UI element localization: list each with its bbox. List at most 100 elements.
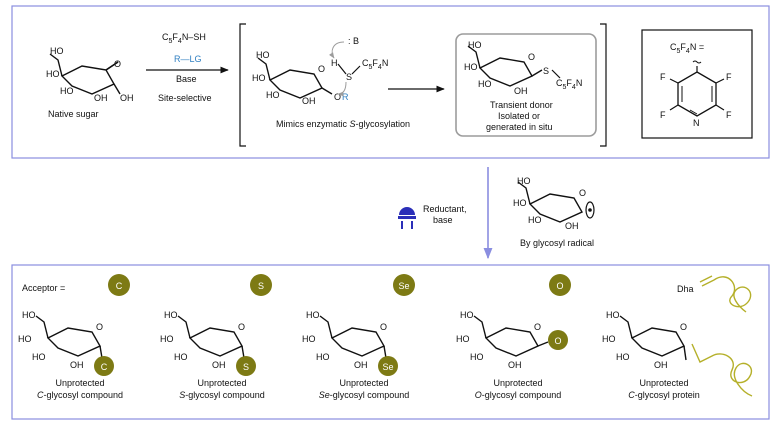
int-or-r: R xyxy=(342,92,349,102)
pyr-f-2: F xyxy=(726,72,732,82)
product-anomeric-bond xyxy=(683,345,687,361)
int-hs-bonds xyxy=(337,63,361,75)
curly-arrow-2 xyxy=(337,81,347,97)
product-acceptor-label: C xyxy=(101,362,108,372)
transient-line-2: Isolated or xyxy=(498,111,540,121)
int-ho-3: HO xyxy=(266,90,280,100)
reagent-c5f4n-sh: C5F4N–SH xyxy=(162,32,206,45)
bracket-right xyxy=(600,23,607,147)
acceptor-circle-label: O xyxy=(556,281,563,291)
product-acceptor-circle xyxy=(94,356,114,376)
product-ho-3: HO xyxy=(470,352,484,362)
int-base: : B xyxy=(348,36,359,46)
product-ring-o: O xyxy=(96,322,103,332)
product-ho-1: HO xyxy=(306,310,320,320)
pyr-n: N xyxy=(693,118,700,128)
int-h: H xyxy=(331,58,338,68)
top-panel-frame xyxy=(11,5,770,159)
rad-oh: OH xyxy=(565,221,579,231)
native-ho-1: HO xyxy=(50,46,64,56)
rad-ho-3: HO xyxy=(528,215,542,225)
int-s: S xyxy=(346,72,352,82)
product-oh: OH xyxy=(70,360,84,370)
intermediate-sugar-structure xyxy=(257,57,333,99)
tr-c5f4n: C5F4N xyxy=(556,78,582,91)
product-caption-line2: C-glycosyl protein xyxy=(628,390,700,400)
mimics-label: Mimics enzymatic S-glycosylation xyxy=(276,119,410,129)
product-oh: OH xyxy=(654,360,668,370)
product-ho-2: HO xyxy=(456,334,470,344)
product-caption-line2: S-glycosyl compound xyxy=(179,390,265,400)
acceptor-circle-se xyxy=(393,274,415,296)
curly-arrow-1 xyxy=(329,41,345,59)
product-sugar-ring xyxy=(330,327,385,357)
rad-ho-1: HO xyxy=(517,176,531,186)
protein-chain-squiggle xyxy=(691,343,753,397)
product-acceptor-circle xyxy=(236,356,256,376)
product-sugar-ring xyxy=(484,327,539,357)
reagent-site-selective: Site-selective xyxy=(158,93,212,103)
tr-oh: OH xyxy=(514,86,528,96)
product-anomeric-bond xyxy=(99,345,103,359)
glycosyl-radical-structure xyxy=(517,181,595,223)
reductant-label: Reductant, xyxy=(423,204,467,214)
product-oh: OH xyxy=(354,360,368,370)
product-ho-2: HO xyxy=(160,334,174,344)
product-acceptor-label: Se xyxy=(382,362,393,372)
tr-ho-1: HO xyxy=(468,40,482,50)
product-anomeric-bond xyxy=(241,345,245,359)
product-acceptor-circle xyxy=(378,356,398,376)
acceptor-circle-c xyxy=(108,274,130,296)
native-oh-2: OH xyxy=(120,93,134,103)
tr-ho-3: HO xyxy=(478,79,492,89)
product-ho-3: HO xyxy=(174,352,188,362)
bracket-left xyxy=(239,23,246,147)
acceptor-circle-s xyxy=(250,274,272,296)
product-ho-2: HO xyxy=(602,334,616,344)
native-ring-o: O xyxy=(114,59,121,69)
product-ring-o: O xyxy=(238,322,245,332)
product-sugar-c6 xyxy=(473,315,487,339)
product-ho-1: HO xyxy=(460,310,474,320)
acceptor-circle-label: S xyxy=(258,281,264,291)
base-label: base xyxy=(433,215,453,225)
transient-donor-box xyxy=(455,33,597,137)
int-ho-1: HO xyxy=(256,50,270,60)
product-acceptor-label: O xyxy=(554,336,561,346)
int-ring-o: O xyxy=(318,64,325,74)
product-caption-line1: Unprotected xyxy=(197,378,246,388)
product-ho-1: HO xyxy=(164,310,178,320)
transient-sugar-structure xyxy=(467,45,543,87)
reagent-r-lg: R—LG xyxy=(174,54,202,64)
rad-ho-2: HO xyxy=(513,198,527,208)
product-anomeric-bond xyxy=(537,341,549,347)
native-sugar-structure xyxy=(49,53,121,95)
c5f4n-eq-label: C5F4N = xyxy=(670,42,704,55)
int-or-o: O xyxy=(334,92,341,102)
product-ho-1: HO xyxy=(606,310,620,320)
native-sugar-label: Native sugar xyxy=(48,109,99,119)
int-ho-2: HO xyxy=(252,73,266,83)
tr-ring-o: O xyxy=(528,52,535,62)
product-caption-line2: O-glycosyl compound xyxy=(475,390,562,400)
product-acceptor-circle xyxy=(548,330,568,350)
rad-ring-o: O xyxy=(579,188,586,198)
dha-label: Dha xyxy=(677,284,694,294)
pyr-f-4: F xyxy=(726,110,732,120)
reagent-base: Base xyxy=(176,74,197,84)
product-sugar-c6 xyxy=(177,315,191,339)
product-caption-line2: C-glycosyl compound xyxy=(37,390,123,400)
product-caption-line1: Unprotected xyxy=(339,378,388,388)
acceptor-circle-label: Se xyxy=(398,281,409,291)
bottom-panel-frame xyxy=(11,264,770,420)
product-ho-3: HO xyxy=(32,352,46,362)
pyr-f-1: F xyxy=(660,72,666,82)
product-sugar-ring xyxy=(46,327,101,357)
product-sugar-c6 xyxy=(35,315,49,339)
product-caption-line1: Unprotected xyxy=(639,378,688,388)
product-oh: OH xyxy=(212,360,226,370)
radical-label: By glycosyl radical xyxy=(520,238,594,248)
